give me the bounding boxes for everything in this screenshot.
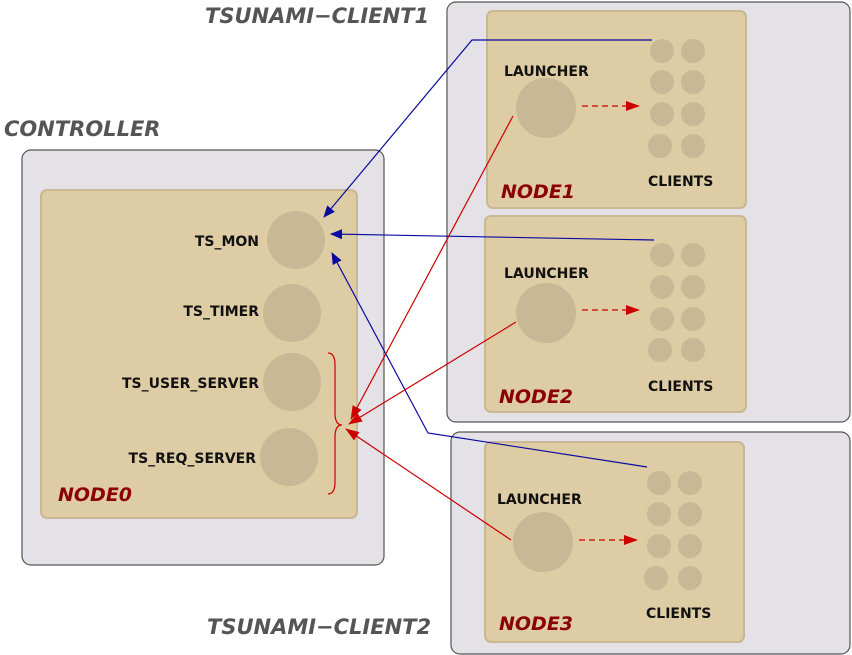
node1-monitor-link xyxy=(323,39,652,218)
node2-client-pool xyxy=(648,243,705,362)
ts-timer-process xyxy=(263,284,321,342)
node1-launcher-process xyxy=(516,78,576,138)
node1-title: NODE1 xyxy=(501,181,575,203)
node3-box xyxy=(484,441,745,643)
node0-title: NODE0 xyxy=(58,484,132,506)
node2-clients-label: CLIENTS xyxy=(648,379,713,395)
node1-box xyxy=(486,10,747,209)
node1-client-pool xyxy=(648,39,705,158)
client1-host-title: TSUNAMI−CLIENT1 xyxy=(205,4,429,28)
node2: LAUNCHER CLIENTS NODE2 xyxy=(484,215,747,413)
node3-monitor-link xyxy=(331,252,648,468)
node3-request-link xyxy=(345,428,512,541)
node2-launcher-process xyxy=(516,283,576,343)
node2-monitor-link xyxy=(330,229,655,241)
client2-host-title: TSUNAMI−CLIENT2 xyxy=(207,615,431,639)
ts-mon-label: TS_MON xyxy=(195,234,259,250)
node0: TS_MON TS_TIMER TS_USER_SERVER TS_REQ_SE… xyxy=(40,189,358,519)
ts-req-server-label: TS_REQ_SERVER xyxy=(129,451,257,467)
node2-launcher-label: LAUNCHER xyxy=(504,266,589,282)
controller-host-title: CONTROLLER xyxy=(4,117,160,141)
node3-launcher-process xyxy=(513,512,573,572)
ts-mon-process xyxy=(267,211,325,269)
node1-launcher-label: LAUNCHER xyxy=(504,64,589,80)
node2-box xyxy=(484,215,747,413)
node1-request-link xyxy=(350,115,514,420)
node1-clients-label: CLIENTS xyxy=(648,174,713,190)
node3-clients-label: CLIENTS xyxy=(646,606,711,622)
node1: LAUNCHER CLIENTS NODE1 xyxy=(486,10,747,209)
node3: LAUNCHER CLIENTS NODE3 xyxy=(484,441,745,643)
node2-request-link xyxy=(348,321,517,425)
server-group-brace xyxy=(327,352,343,495)
node3-launcher-label: LAUNCHER xyxy=(497,492,582,508)
ts-timer-label: TS_TIMER xyxy=(183,304,259,320)
node2-title: NODE2 xyxy=(499,386,573,408)
ts-user-server-process xyxy=(263,353,321,411)
node3-client-pool xyxy=(644,471,702,590)
ts-user-server-label: TS_USER_SERVER xyxy=(122,376,259,392)
ts-req-server-process xyxy=(260,428,318,486)
node3-title: NODE3 xyxy=(499,613,573,635)
